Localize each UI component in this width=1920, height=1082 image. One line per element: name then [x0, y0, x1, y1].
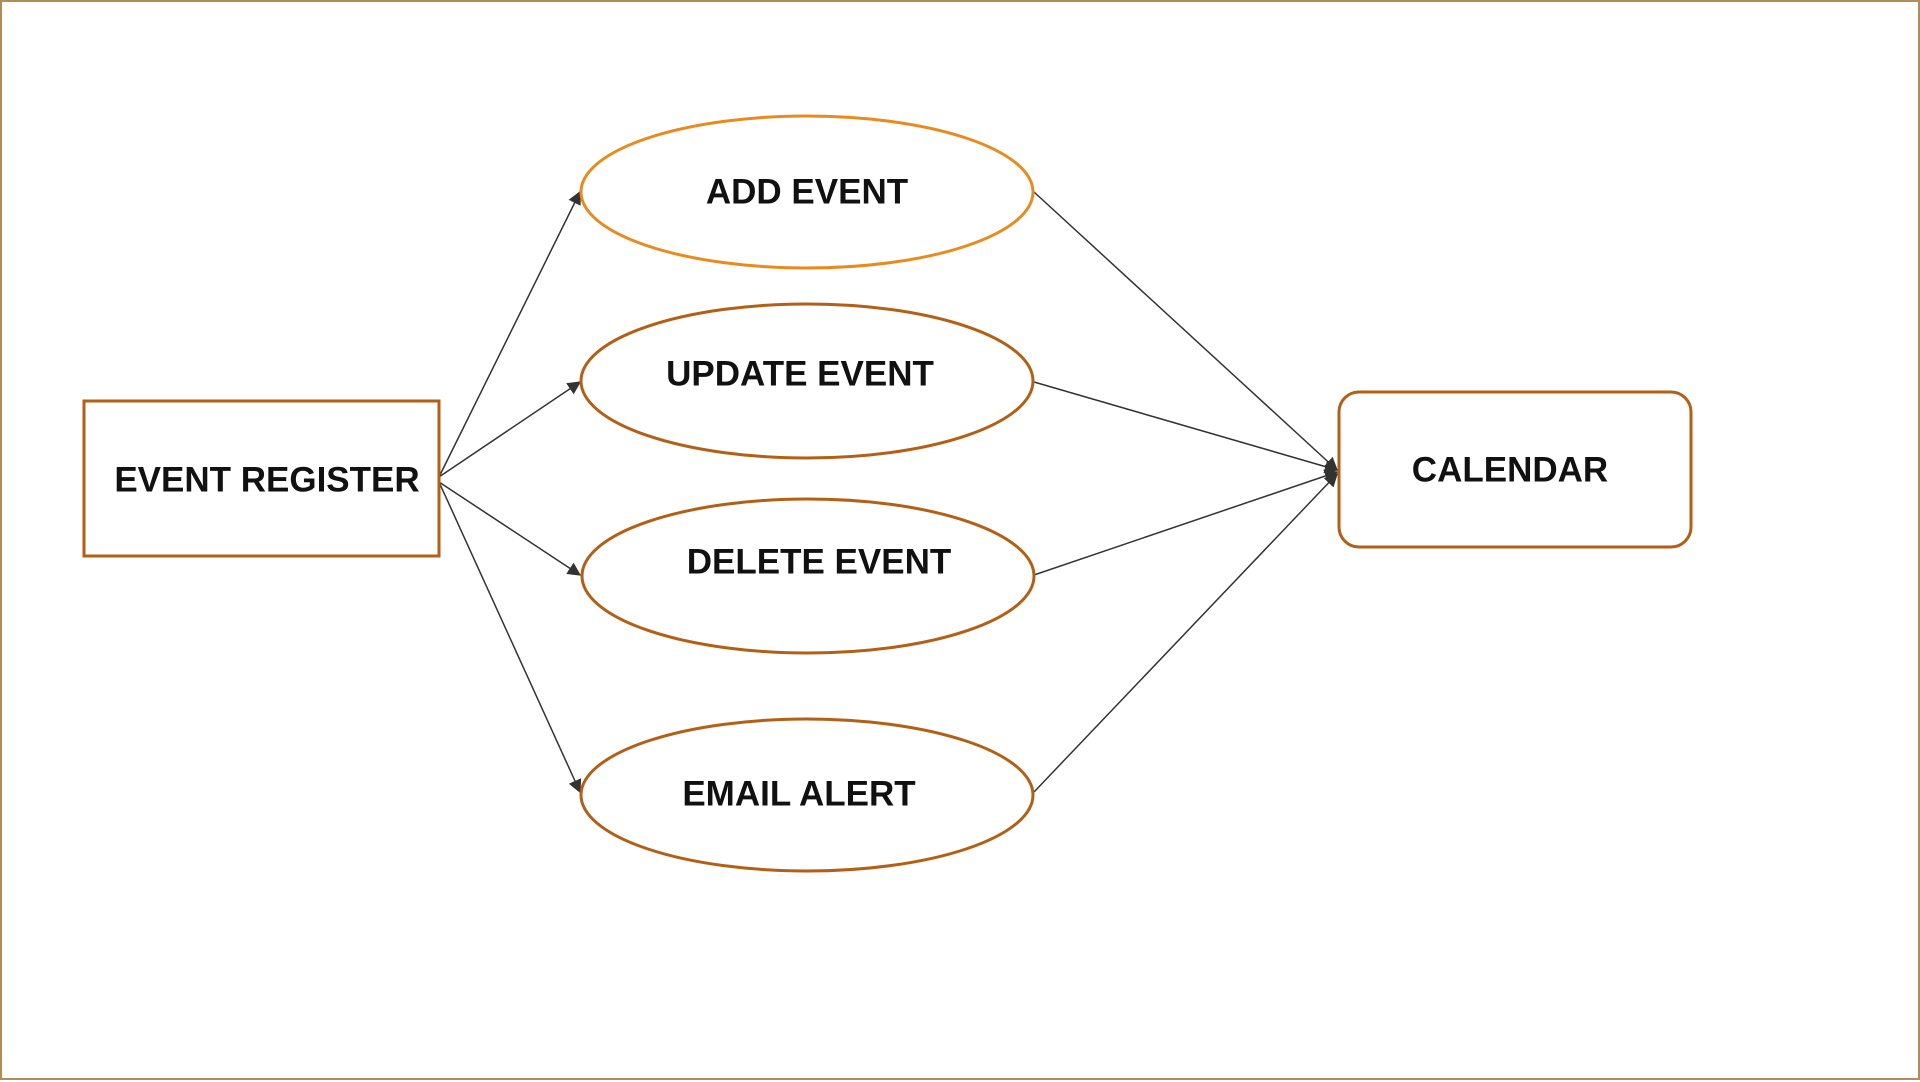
email-alert-ellipse: [579, 717, 1035, 873]
edge-source-email-alert: [438, 481, 582, 794]
calendar-box: [1337, 390, 1693, 549]
node-update-event: UPDATE EVENT: [579, 302, 1035, 460]
delete-event-ellipse: [580, 497, 1036, 655]
event-register-label: EVENT REGISTER: [114, 460, 419, 499]
node-calendar: CALENDAR: [1337, 390, 1693, 549]
source-connectors: [438, 190, 582, 794]
node-add-event: ADD EVENT: [579, 114, 1035, 270]
update-event-ellipse: [579, 302, 1035, 460]
edge-email-alert-target: [1033, 473, 1338, 793]
edge-delete-event-target: [1033, 469, 1339, 576]
event-register-box: [82, 399, 441, 558]
update-event-label: UPDATE EVENT: [666, 354, 934, 393]
edge-update-event-target: [1033, 381, 1339, 474]
node-delete-event: DELETE EVENT: [580, 497, 1036, 655]
add-event-ellipse: [579, 114, 1035, 270]
target-connectors: [1033, 191, 1339, 793]
node-email-alert: EMAIL ALERT: [579, 717, 1035, 873]
email-alert-label: EMAIL ALERT: [682, 774, 915, 813]
edge-source-update-event: [438, 381, 582, 478]
add-event-label: ADD EVENT: [706, 172, 908, 211]
delete-event-label: DELETE EVENT: [687, 542, 951, 581]
edge-source-delete-event: [438, 481, 582, 576]
calendar-label: CALENDAR: [1412, 450, 1608, 489]
node-event-register: EVENT REGISTER: [82, 399, 441, 558]
edge-source-add-event: [438, 190, 581, 478]
edge-add-event-target: [1033, 191, 1338, 471]
